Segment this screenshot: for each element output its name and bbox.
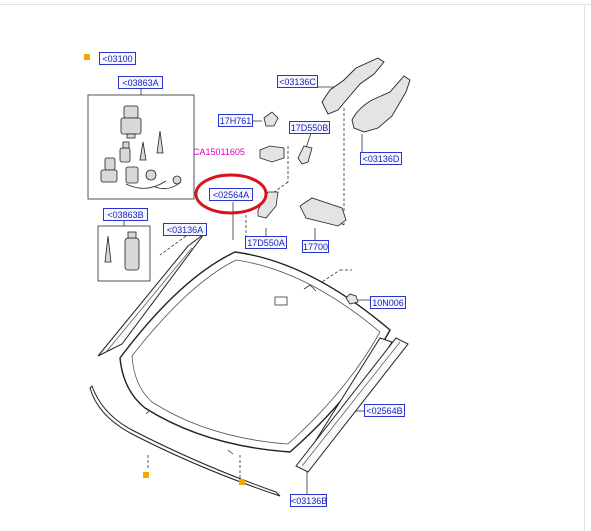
label-03136b[interactable]: <03136B xyxy=(290,494,328,507)
label-03136d[interactable]: <03136D xyxy=(360,152,402,165)
mirror-cover-03136d xyxy=(351,75,411,133)
kit-03863b-items xyxy=(104,231,140,271)
label-17700[interactable]: 17700 xyxy=(302,240,329,253)
part-number-ca15011605: CA15011605 xyxy=(193,147,245,157)
bracket-17d550b xyxy=(297,145,313,165)
sensor-17h761 xyxy=(263,111,279,127)
label-17d550a[interactable]: 17D550A xyxy=(245,236,287,249)
marker-bottom-left xyxy=(143,472,149,478)
marker-bottom-center xyxy=(239,479,245,485)
label-02564b[interactable]: <02564B xyxy=(364,404,405,417)
label-03863a[interactable]: <03863A xyxy=(118,76,163,89)
mirror-17700 xyxy=(299,197,347,227)
mirror-cover-03136c xyxy=(321,57,385,115)
label-02564a[interactable]: <02564A xyxy=(209,188,253,201)
label-10n006[interactable]: 10N006 xyxy=(370,296,406,309)
clip-10n006 xyxy=(345,293,359,305)
label-03136c[interactable]: <03136C xyxy=(277,75,318,88)
label-03100[interactable]: <03100 xyxy=(99,52,136,65)
legend-marker-icon xyxy=(84,54,90,60)
label-17d550b[interactable]: 17D550B xyxy=(289,121,330,134)
label-17h761[interactable]: 17H761 xyxy=(218,114,253,127)
seal-bottom xyxy=(89,385,281,497)
highlight-circle xyxy=(194,173,268,215)
sensor-ca15011605 xyxy=(259,145,285,163)
label-03136a[interactable]: <03136A xyxy=(163,223,207,236)
top-border-line xyxy=(0,4,591,5)
cover-17d550a xyxy=(257,191,279,219)
kit-03863a-items xyxy=(100,105,182,190)
right-border-line xyxy=(584,4,585,531)
label-03863b[interactable]: <03863B xyxy=(103,208,148,221)
